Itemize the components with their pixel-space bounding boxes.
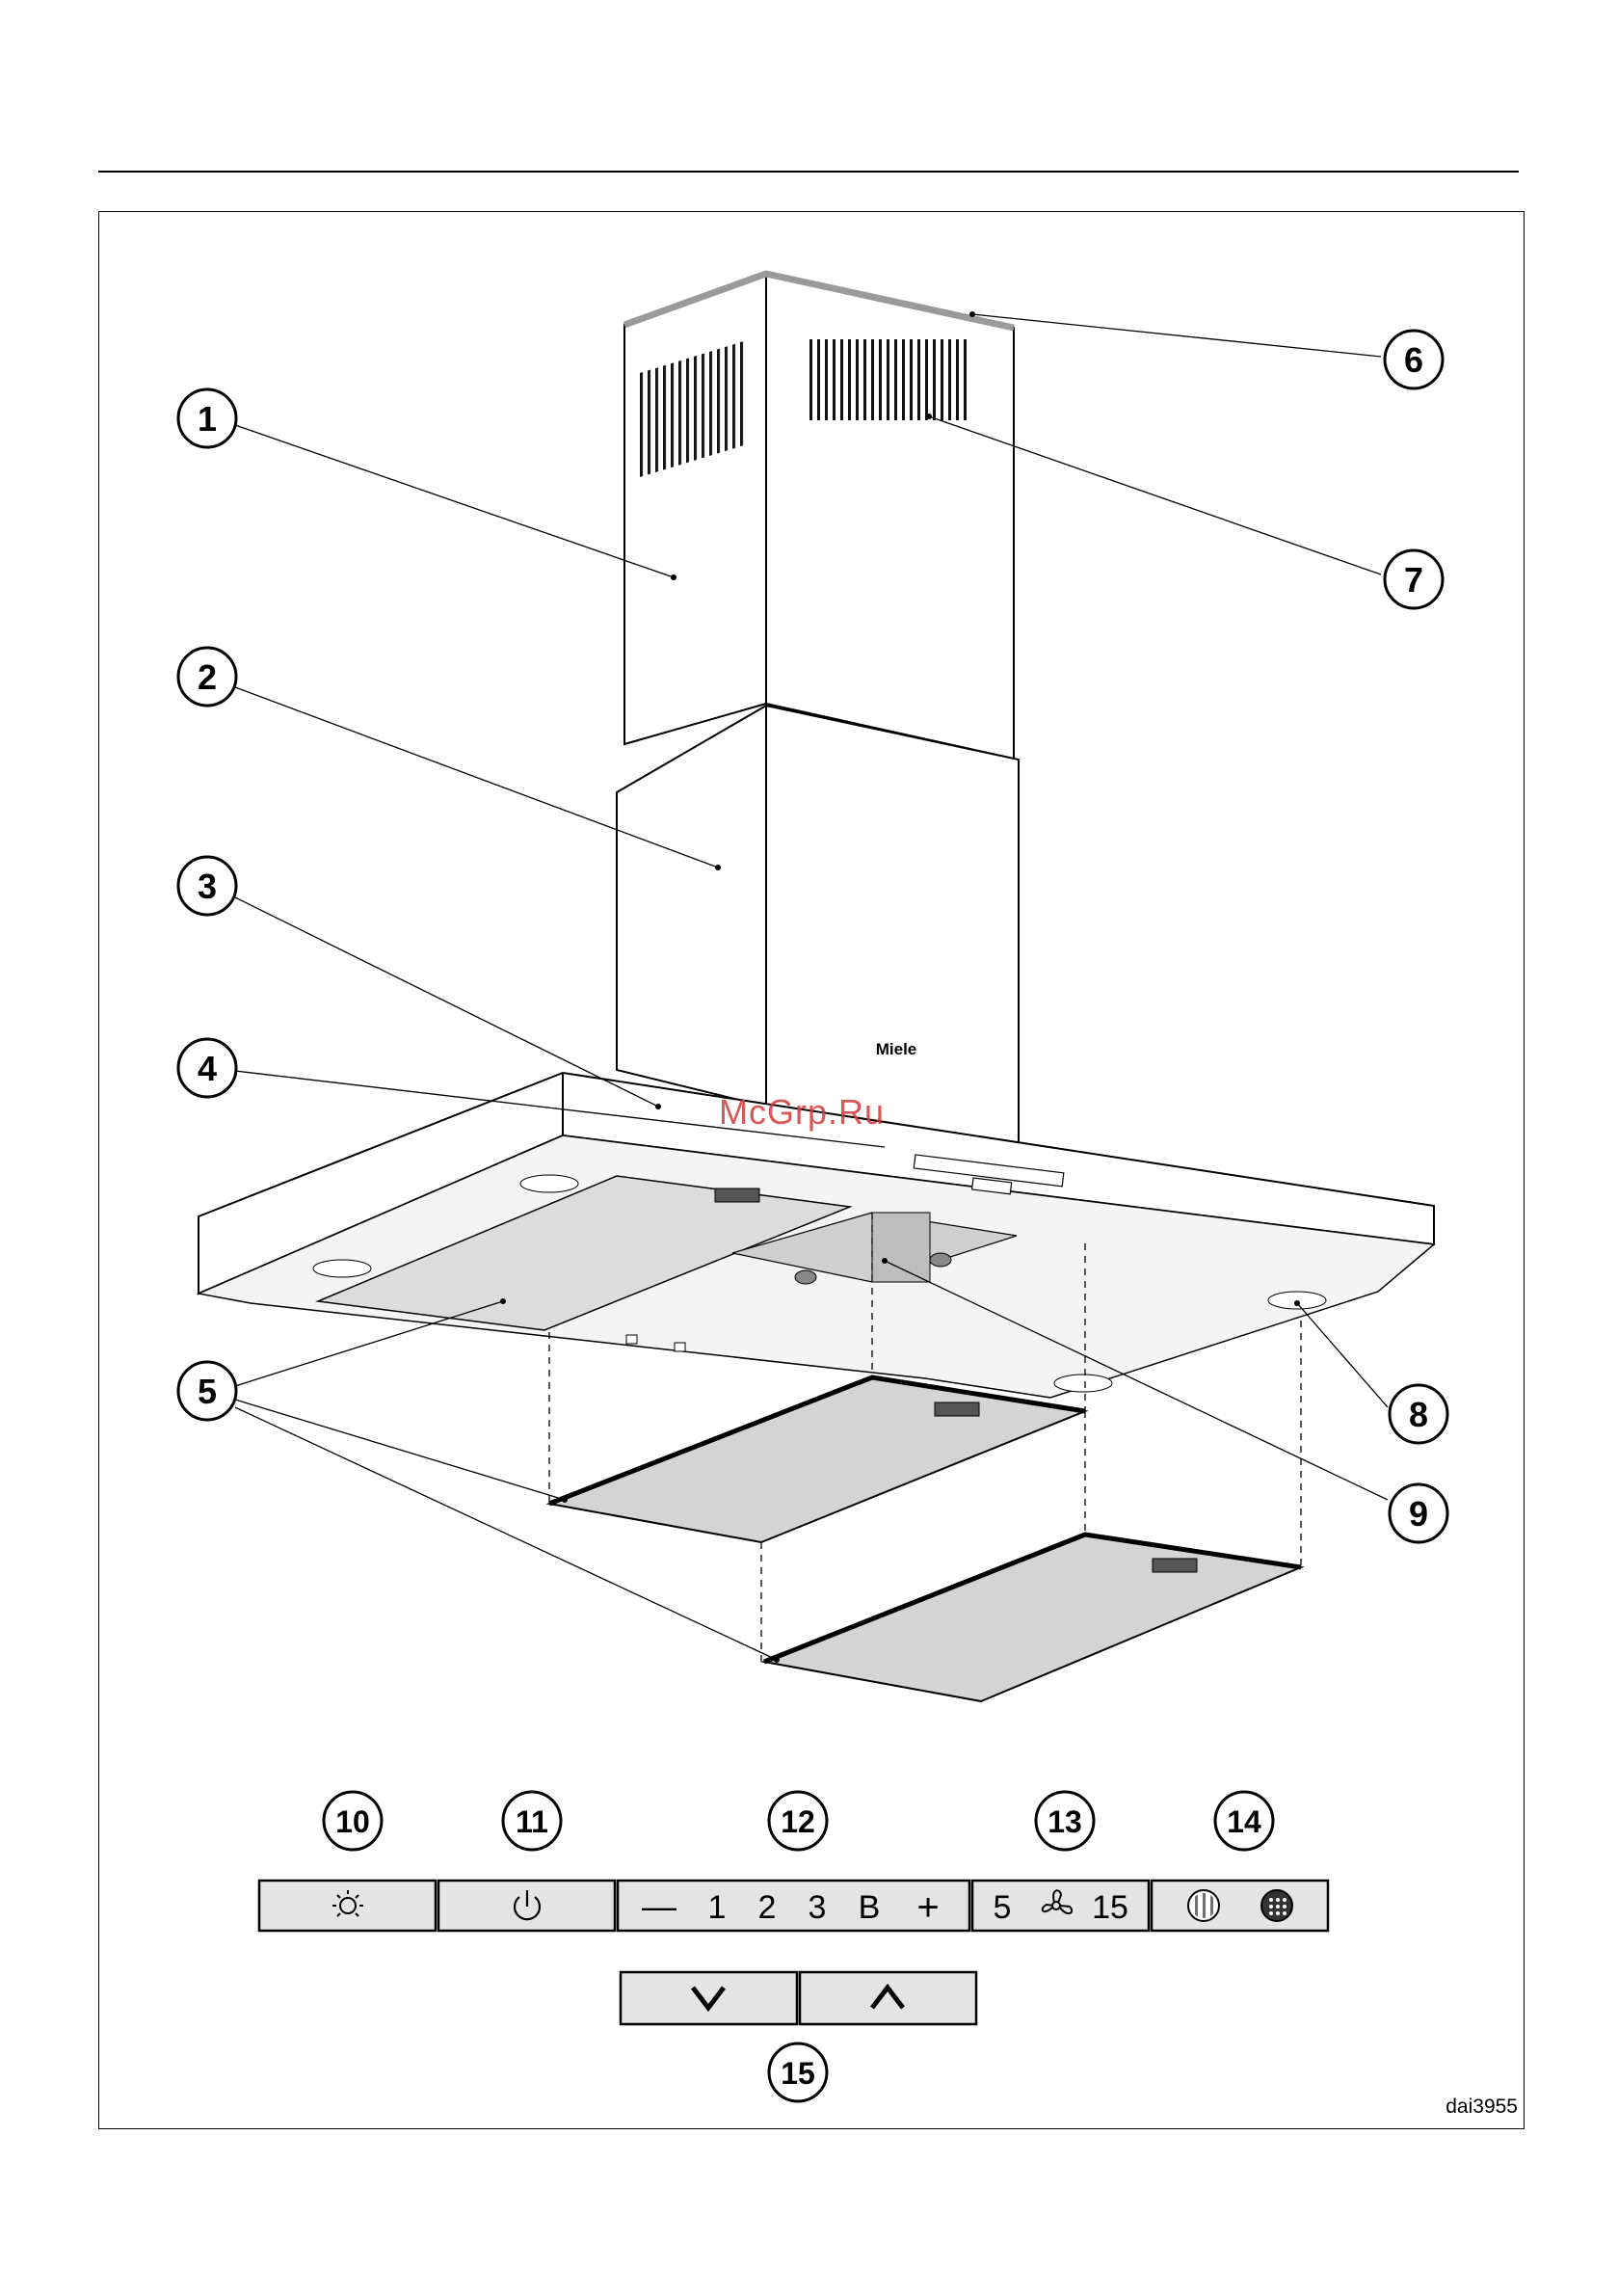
- svg-text:9: 9: [1409, 1494, 1428, 1534]
- callout-11: 11: [503, 1792, 561, 1850]
- callout-9: 9: [1390, 1484, 1447, 1542]
- speed-minus[interactable]: —: [642, 1886, 676, 1926]
- callout-1: 1: [178, 389, 236, 447]
- speed-1[interactable]: 1: [708, 1889, 727, 1926]
- runon-5: 5: [994, 1889, 1012, 1926]
- svg-text:4: 4: [198, 1049, 217, 1088]
- figure-code: dai3955: [1446, 2096, 1518, 2119]
- run-on-control[interactable]: 5 15: [972, 1881, 1149, 1931]
- filter-indicators: [1152, 1881, 1328, 1931]
- speed-plus[interactable]: +: [916, 1886, 939, 1929]
- down-button[interactable]: [621, 1972, 797, 2024]
- svg-text:13: 13: [1048, 1804, 1082, 1839]
- odour-filter-icon: [1261, 1890, 1292, 1921]
- watermark-text: McGrp.Ru: [719, 1092, 885, 1133]
- svg-text:1: 1: [198, 399, 217, 439]
- svg-text:5: 5: [198, 1372, 217, 1411]
- callout-6: 6: [1385, 331, 1443, 388]
- callout-2: 2: [178, 648, 236, 706]
- grease-filter-upper: [549, 1377, 1085, 1542]
- ventilation-slots-right: [808, 339, 971, 420]
- callout-15: 15: [769, 2043, 827, 2101]
- grease-filter-icon: [1188, 1890, 1219, 1921]
- svg-text:7: 7: [1404, 560, 1423, 600]
- callout-4: 4: [178, 1039, 236, 1097]
- callout-13: 13: [1036, 1792, 1094, 1850]
- power-button[interactable]: [438, 1881, 615, 1931]
- svg-text:6: 6: [1404, 340, 1423, 380]
- callout-7: 7: [1385, 550, 1443, 608]
- grease-filter-lower: [764, 1535, 1301, 1701]
- light-button[interactable]: [259, 1881, 436, 1931]
- speed-2[interactable]: 2: [758, 1889, 777, 1926]
- svg-text:2: 2: [198, 657, 217, 697]
- runon-15: 15: [1092, 1889, 1128, 1926]
- callout-8: 8: [1390, 1385, 1447, 1443]
- svg-text:12: 12: [781, 1804, 815, 1839]
- svg-text:11: 11: [516, 1804, 548, 1839]
- callout-5: 5: [178, 1362, 236, 1420]
- svg-text:8: 8: [1409, 1395, 1428, 1434]
- callout-12: 12: [769, 1792, 827, 1850]
- callout-3: 3: [178, 857, 236, 915]
- lower-chimney: Miele: [617, 706, 1019, 1145]
- fan-speed-control[interactable]: — 1 2 3 B +: [618, 1881, 969, 1931]
- svg-text:10: 10: [335, 1804, 370, 1839]
- callout-14: 14: [1215, 1792, 1273, 1850]
- up-button[interactable]: [800, 1972, 976, 2024]
- speed-booster[interactable]: B: [859, 1889, 881, 1926]
- brand-logo: Miele: [876, 1040, 917, 1058]
- upper-chimney: [624, 274, 1014, 759]
- callout-10: 10: [324, 1792, 382, 1850]
- svg-text:14: 14: [1227, 1804, 1261, 1839]
- svg-text:15: 15: [781, 2056, 815, 2091]
- svg-text:3: 3: [198, 867, 217, 906]
- control-panel: — 1 2 3 B + 5 15: [259, 1881, 1328, 2024]
- speed-3[interactable]: 3: [809, 1889, 827, 1926]
